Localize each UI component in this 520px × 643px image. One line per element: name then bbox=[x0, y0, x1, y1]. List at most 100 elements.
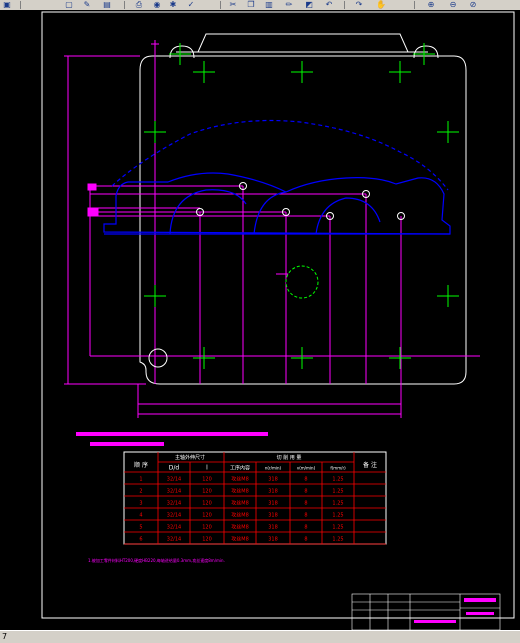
dimension-lines bbox=[64, 40, 480, 418]
block-icon[interactable]: ◩ bbox=[305, 0, 313, 9]
table-cell: 4 bbox=[139, 513, 142, 519]
spindle-center bbox=[196, 208, 204, 216]
hole-markers bbox=[144, 43, 459, 369]
table-cell: 318 bbox=[268, 513, 278, 519]
crosshair-mark bbox=[193, 61, 215, 83]
header-d: D/d bbox=[169, 465, 180, 472]
table-cell: 攻丝M8 bbox=[231, 500, 249, 507]
header-remark: 备 注 bbox=[363, 461, 377, 469]
header-dims: 主轴外伸尺寸 bbox=[175, 454, 205, 461]
spindle-centers bbox=[148, 182, 405, 368]
crosshair-mark bbox=[389, 61, 411, 83]
table-cell: 8 bbox=[304, 513, 307, 519]
crosshair-mark bbox=[389, 347, 411, 369]
header-n: n(r/min) bbox=[265, 466, 282, 471]
table-cell: 32/14 bbox=[167, 477, 181, 483]
title-bar-2 bbox=[90, 442, 164, 446]
table-cell: 318 bbox=[268, 501, 278, 507]
zoom-realtime-icon[interactable]: ⊕ bbox=[427, 0, 435, 9]
table-cell: 5 bbox=[139, 525, 142, 531]
table-cell: 8 bbox=[304, 489, 307, 495]
crosshair-mark bbox=[437, 285, 459, 307]
zoom-previous-icon[interactable]: ⊘ bbox=[469, 0, 477, 9]
table-cell: 1.25 bbox=[332, 501, 343, 507]
table-cell: 8 bbox=[304, 477, 307, 483]
lug-left bbox=[169, 45, 195, 59]
toolbar-separator bbox=[220, 1, 221, 9]
table-cell: 318 bbox=[268, 537, 278, 543]
top-cover-outline bbox=[197, 33, 409, 53]
origin-circle bbox=[148, 348, 168, 368]
copy-icon[interactable]: ❐ bbox=[247, 0, 255, 9]
table-cell: 1.25 bbox=[332, 477, 343, 483]
table-cell: 3 bbox=[139, 501, 142, 507]
cut-icon[interactable]: ✂ bbox=[229, 0, 237, 9]
status-caret: 7 bbox=[2, 632, 8, 641]
drawing-note: 1.被加工零件材料HT200,硬度HB220,每轴进给量0.3mm,攻丝速度8m… bbox=[88, 557, 225, 563]
table-cell: 攻丝M8 bbox=[231, 512, 249, 519]
save-icon[interactable]: ▤ bbox=[103, 0, 111, 9]
table-cell: 1 bbox=[139, 477, 142, 483]
spindle-center bbox=[362, 190, 370, 198]
table-cell: 32/14 bbox=[167, 501, 181, 507]
header-l: l bbox=[206, 465, 208, 472]
header-cut: 切 削 用 量 bbox=[277, 454, 302, 461]
match-icon[interactable]: ✏ bbox=[285, 0, 293, 9]
table-cell: 32/14 bbox=[167, 525, 181, 531]
zoom-window-icon[interactable]: ⊖ bbox=[449, 0, 457, 9]
crosshair-mark bbox=[144, 285, 166, 307]
crosshair-mark bbox=[169, 43, 191, 65]
table-cell: 6 bbox=[139, 537, 142, 543]
header-f: f(mm/r) bbox=[330, 466, 346, 471]
center-dashed-circle bbox=[285, 265, 319, 299]
table-cell: 攻丝M8 bbox=[231, 476, 249, 483]
print-icon[interactable]: ▣ bbox=[3, 0, 11, 9]
undo-icon[interactable]: ↶ bbox=[325, 0, 333, 9]
table-cell: 120 bbox=[202, 477, 212, 483]
crosshair-mark bbox=[144, 121, 166, 143]
paste-icon[interactable]: ▥ bbox=[265, 0, 273, 9]
table-cell: 32/14 bbox=[167, 489, 181, 495]
table-frame bbox=[123, 451, 387, 545]
title-block-fill-2 bbox=[466, 612, 494, 615]
table-cell: 120 bbox=[202, 537, 212, 543]
spindle-center bbox=[239, 182, 247, 190]
toolbar-separator bbox=[414, 1, 415, 9]
table-cell: 1.25 bbox=[332, 525, 343, 531]
plot-icon[interactable]: ⎙ bbox=[135, 0, 143, 9]
spindle-center bbox=[282, 208, 290, 216]
table-cell: 8 bbox=[304, 537, 307, 543]
title-block-fill-1 bbox=[464, 598, 496, 602]
crosshair-mark bbox=[291, 61, 313, 83]
table-cell: 1.25 bbox=[332, 537, 343, 543]
table-cell: 攻丝M8 bbox=[231, 524, 249, 531]
table-cell: 120 bbox=[202, 489, 212, 495]
toolbar-separator bbox=[20, 1, 21, 9]
header-no: 顺 序 bbox=[134, 461, 148, 469]
spindle-center bbox=[326, 212, 334, 220]
lug-right bbox=[413, 45, 439, 59]
box-outline bbox=[139, 55, 467, 385]
toolbar-separator bbox=[344, 1, 345, 9]
open-icon[interactable]: ✎ bbox=[83, 0, 91, 9]
spell-icon[interactable]: ✓ bbox=[187, 0, 195, 9]
casting-outline bbox=[103, 119, 451, 235]
find-icon[interactable]: ✱ bbox=[169, 0, 177, 9]
pan-icon[interactable]: ✋ bbox=[376, 0, 386, 9]
title-block-fill-3 bbox=[414, 620, 456, 623]
title-bar-1 bbox=[76, 432, 268, 436]
table-cell: 318 bbox=[268, 525, 278, 531]
table-cell: 120 bbox=[202, 513, 212, 519]
table-cell: 318 bbox=[268, 489, 278, 495]
table-cell: 攻丝M8 bbox=[231, 488, 249, 495]
preview-icon[interactable]: ◉ bbox=[153, 0, 161, 9]
table-cell: 攻丝M8 bbox=[231, 536, 249, 543]
crosshair-mark bbox=[413, 43, 435, 65]
table-cell: 32/14 bbox=[167, 537, 181, 543]
toolbar-separator bbox=[124, 1, 125, 9]
redo-icon[interactable]: ↷ bbox=[355, 0, 363, 9]
new-icon[interactable]: ▢ bbox=[65, 0, 73, 9]
